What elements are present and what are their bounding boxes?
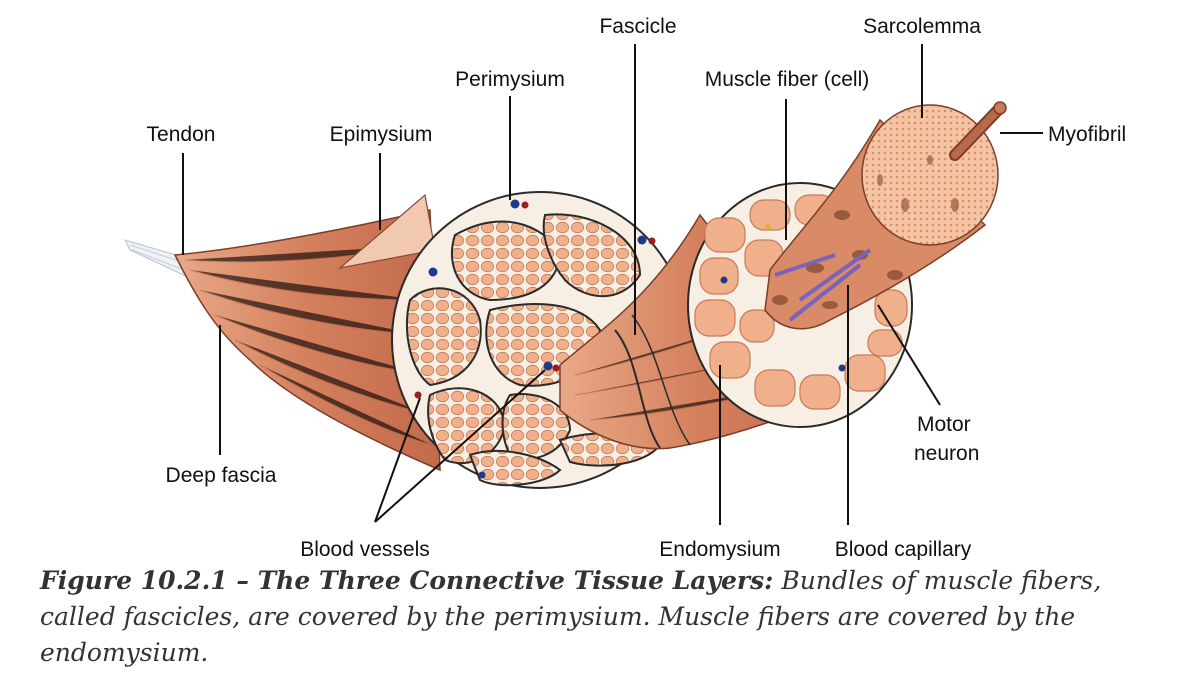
label-epimysium: Epimysium	[330, 123, 433, 146]
motor-neuron-fibers	[774, 248, 872, 322]
leader-lines	[182, 44, 1043, 525]
label-myofibril: Myofibril	[1048, 123, 1126, 146]
label-motor-neuron-line2: neuron	[914, 442, 979, 465]
label-perimysium: Perimysium	[455, 68, 565, 91]
myofibril-rod	[949, 101, 1007, 161]
label-fascicle: Fascicle	[599, 15, 676, 38]
muscle-belly	[173, 209, 441, 472]
fascicle-ring	[614, 329, 661, 449]
label-blood-vessels: Blood vessels	[300, 538, 430, 560]
muscle-diagram: Fascicle Sarcolemma Perimysium Muscle fi…	[124, 15, 1126, 560]
figure-caption: Figure 10.2.1 – The Three Connective Tis…	[40, 563, 1160, 671]
epimysium-flap	[337, 193, 436, 270]
label-endomysium: Endomysium	[659, 538, 780, 560]
caption-title: Figure 10.2.1 – The Three Connective Tis…	[40, 566, 774, 595]
label-blood-capillary: Blood capillary	[835, 538, 972, 560]
label-sarcolemma: Sarcolemma	[863, 15, 981, 38]
label-motor-neuron-line1: Motor	[917, 413, 971, 436]
caption-text: Bundles of muscle fibers, called fascicl…	[40, 566, 1102, 667]
label-deep-fascia: Deep fascia	[166, 464, 277, 487]
muscle-striations	[184, 244, 433, 446]
label-tendon: Tendon	[147, 123, 216, 146]
label-muscle-fiber: Muscle fiber (cell)	[705, 68, 870, 91]
